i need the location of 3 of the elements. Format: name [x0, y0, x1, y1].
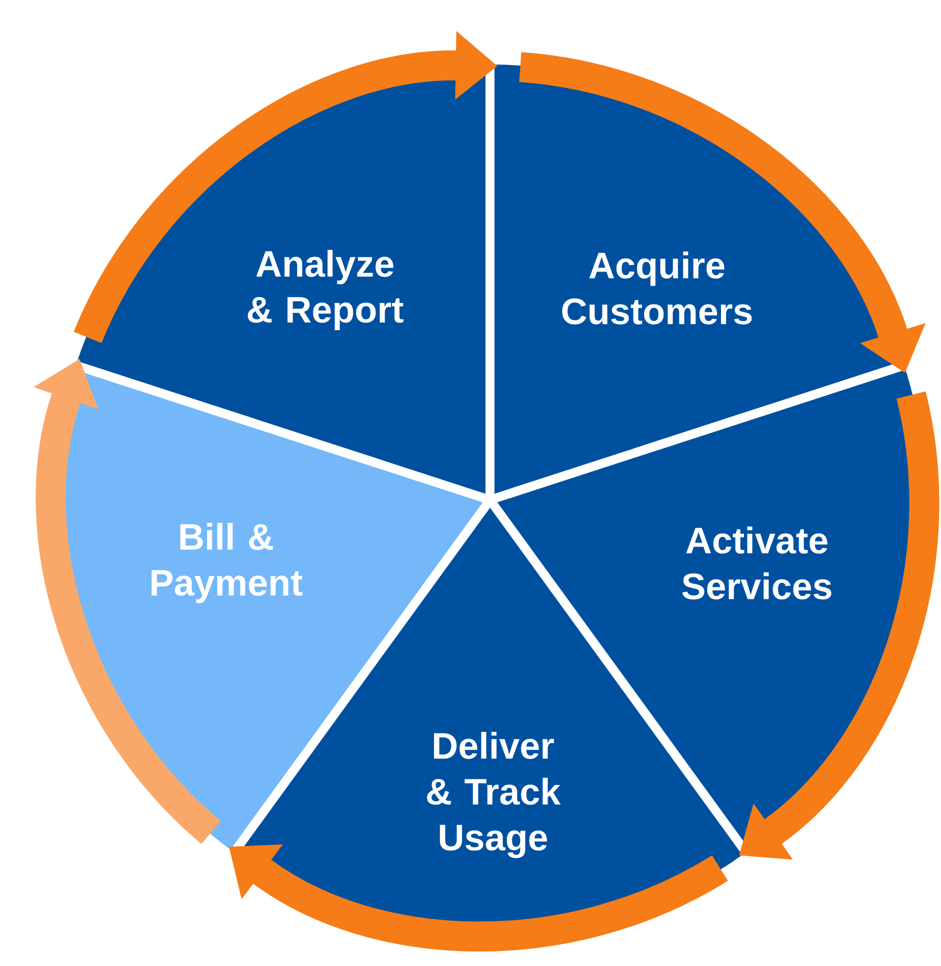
- node-label: Activate Services: [682, 526, 832, 600]
- node-label: Acquire Customers: [562, 252, 752, 324]
- node-label: Deliver & Track Usage: [427, 732, 561, 858]
